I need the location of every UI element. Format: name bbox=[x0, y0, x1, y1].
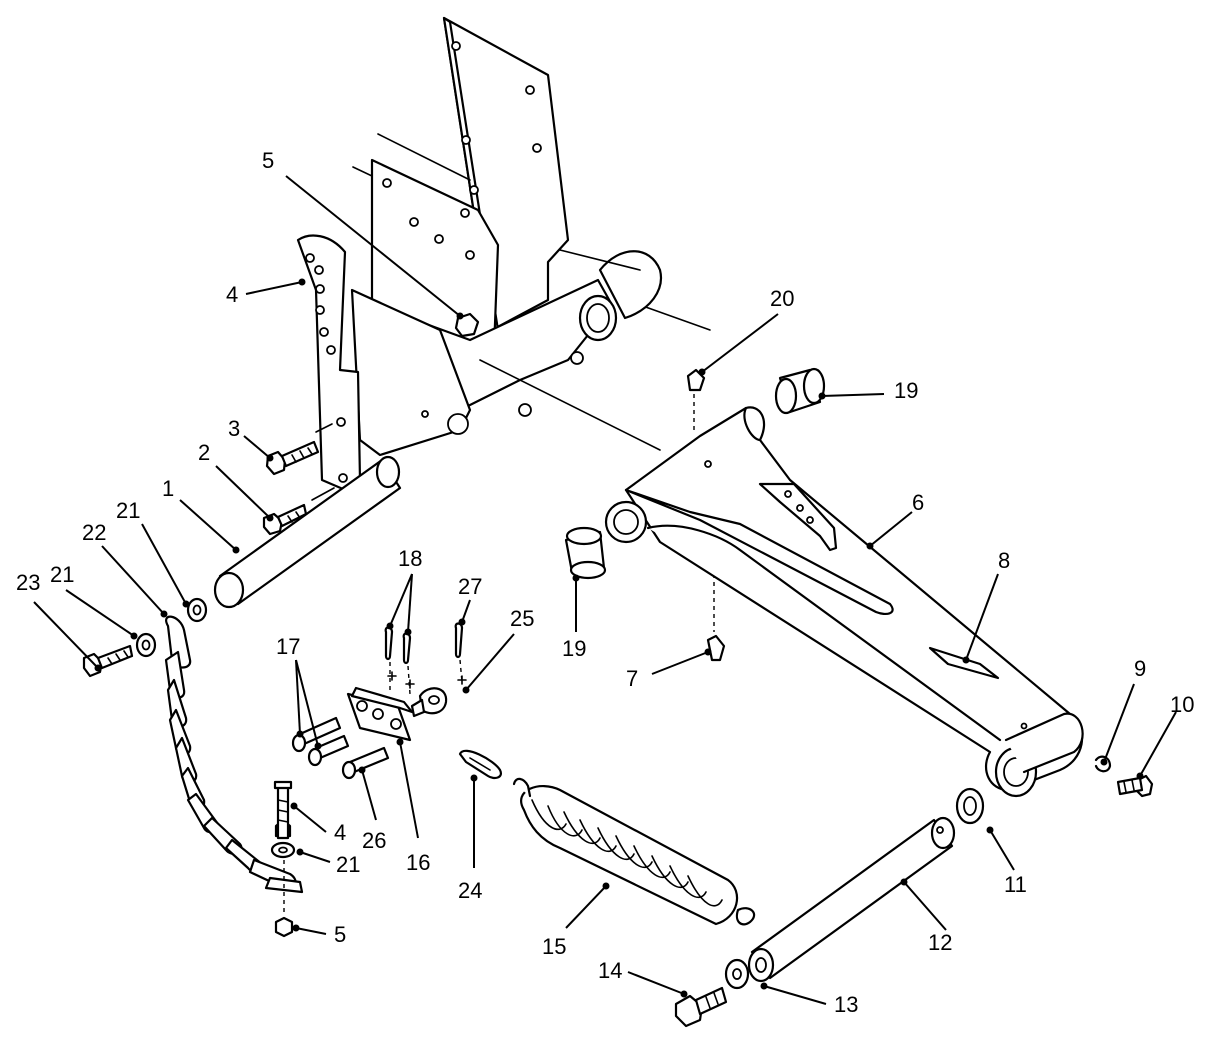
callout-18: 18 bbox=[398, 546, 422, 571]
bolt-3 bbox=[265, 440, 320, 476]
callout-7: 7 bbox=[626, 666, 638, 691]
callout-2: 2 bbox=[198, 440, 210, 465]
callout-23: 23 bbox=[16, 570, 40, 595]
callout-5-lower: 5 bbox=[334, 922, 346, 947]
mounting-frame bbox=[350, 16, 711, 457]
callout-6: 6 bbox=[912, 490, 924, 515]
callout-13: 13 bbox=[834, 992, 858, 1017]
callout-25: 25 bbox=[510, 606, 534, 631]
clevis-assembly bbox=[291, 622, 467, 780]
grease-fitting-7 bbox=[706, 574, 726, 662]
callout-labels: 5 4 3 2 1 21 22 21 23 20 19 6 8 19 7 9 1… bbox=[16, 148, 1194, 1017]
lower-tube bbox=[747, 816, 956, 983]
callout-10: 10 bbox=[1170, 692, 1194, 717]
callout-9: 9 bbox=[1134, 656, 1146, 681]
callout-4-lower: 4 bbox=[334, 820, 346, 845]
s-hook bbox=[458, 749, 502, 780]
bushing-upper bbox=[774, 367, 826, 415]
bushing-lower bbox=[564, 526, 607, 580]
callout-14: 14 bbox=[598, 958, 622, 983]
callout-5-upper: 5 bbox=[262, 148, 274, 173]
callout-16: 16 bbox=[406, 850, 430, 875]
callout-12: 12 bbox=[928, 930, 952, 955]
callout-19-upper: 19 bbox=[894, 378, 918, 403]
callout-24: 24 bbox=[458, 878, 482, 903]
arm bbox=[604, 406, 1084, 798]
callout-3: 3 bbox=[228, 416, 240, 441]
callout-15: 15 bbox=[542, 934, 566, 959]
lower-bolt-stack bbox=[270, 780, 296, 938]
spring bbox=[512, 777, 756, 926]
left-hardware bbox=[82, 597, 208, 678]
callout-1: 1 bbox=[162, 476, 174, 501]
callout-27: 27 bbox=[458, 574, 482, 599]
leader-lines bbox=[33, 175, 1177, 1005]
callout-8: 8 bbox=[998, 548, 1010, 573]
callout-11: 11 bbox=[1004, 872, 1027, 897]
callout-4-upper: 4 bbox=[226, 282, 238, 307]
washer-11 bbox=[955, 787, 985, 825]
callout-21-a: 21 bbox=[116, 498, 140, 523]
adjusting-bar bbox=[296, 234, 362, 494]
bolt-14 bbox=[674, 986, 728, 1028]
chain bbox=[164, 615, 304, 894]
callout-21-b: 21 bbox=[50, 562, 74, 587]
callout-20: 20 bbox=[770, 286, 794, 311]
callout-26: 26 bbox=[362, 828, 386, 853]
grease-fitting-20 bbox=[686, 368, 706, 430]
pivot-pin bbox=[213, 455, 402, 609]
callout-17: 17 bbox=[276, 634, 300, 659]
callout-21-c: 21 bbox=[336, 852, 360, 877]
washer-13 bbox=[724, 958, 750, 990]
bolt-10 bbox=[1116, 774, 1154, 798]
callout-19-lower: 19 bbox=[562, 636, 586, 661]
callout-22: 22 bbox=[82, 520, 106, 545]
